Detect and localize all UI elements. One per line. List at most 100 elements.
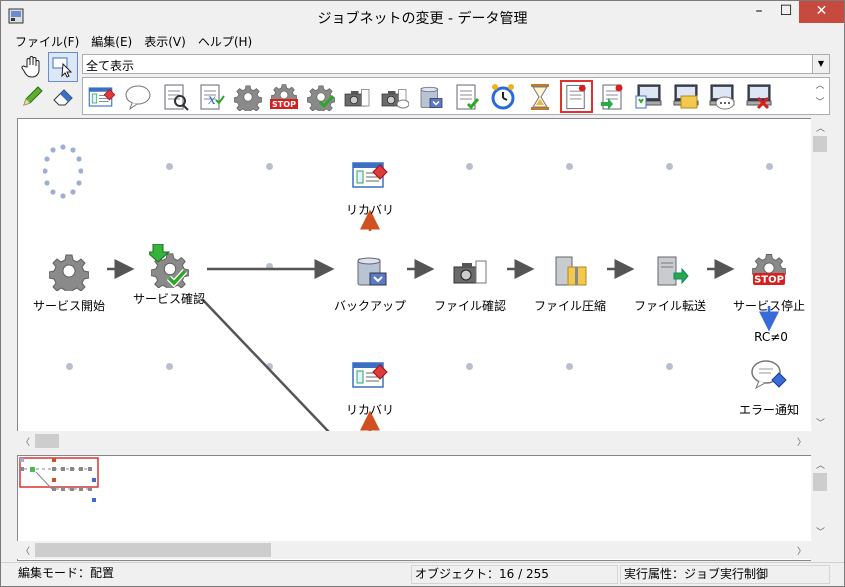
- node-label: エラー通知: [738, 403, 799, 417]
- gear-icon[interactable]: [231, 80, 264, 113]
- canvas-vertical-scrollbar[interactable]: ︿ ﹀: [811, 118, 829, 451]
- clipboard-arrow-icon[interactable]: [596, 80, 629, 113]
- node-recovery-bottom[interactable]: リカバリ: [325, 355, 415, 418]
- grid-dot: [166, 363, 173, 370]
- chevron-left-icon[interactable]: 〈: [21, 547, 31, 557]
- search-document-icon[interactable]: [158, 80, 191, 113]
- grid-dot: [566, 363, 573, 370]
- scroll-thumb[interactable]: [35, 434, 59, 448]
- message-balloon-icon[interactable]: [122, 80, 155, 113]
- recovery-job-icon: [350, 355, 390, 395]
- node-label: ファイル転送: [633, 299, 706, 313]
- edge-check-to-recovery-bottom[interactable]: [201, 298, 348, 451]
- chevron-down-icon[interactable]: ▼: [812, 55, 829, 73]
- scroll-thumb[interactable]: [813, 136, 827, 152]
- computer-download-icon[interactable]: [633, 80, 666, 113]
- chevron-up-icon[interactable]: ︿: [816, 461, 826, 471]
- node-file-transfer[interactable]: ファイル転送: [625, 251, 715, 314]
- node-file-check[interactable]: ファイル確認: [425, 251, 515, 314]
- computer-folder-icon[interactable]: [669, 80, 702, 113]
- node-backup[interactable]: バックアップ: [325, 251, 415, 314]
- minimize-button[interactable]: –: [755, 3, 763, 19]
- camera-icon: [450, 251, 490, 291]
- node-service-check[interactable]: サービス確認: [124, 243, 214, 307]
- chevron-down-icon[interactable]: ﹀: [816, 419, 826, 429]
- grid-dot: [266, 263, 273, 270]
- computer-cancel-icon[interactable]: [742, 80, 775, 113]
- recovery-job-icon[interactable]: [85, 80, 118, 113]
- close-button[interactable]: ✕: [799, 1, 844, 23]
- overview-vertical-scrollbar[interactable]: ︿ ﹀: [811, 455, 829, 561]
- chevron-down-icon[interactable]: ﹀: [816, 528, 826, 538]
- eraser-tool-icon[interactable]: [48, 82, 78, 112]
- status-object-count: オブジェクト：16 / 255: [411, 565, 618, 584]
- camera-document-icon[interactable]: [377, 80, 410, 113]
- window-title: ジョブネットの変更 - データ管理: [317, 11, 528, 27]
- variable-icon[interactable]: x: [195, 80, 228, 113]
- chevron-left-icon[interactable]: 〈: [21, 438, 31, 448]
- camera-icon[interactable]: [341, 80, 374, 113]
- document-check-icon[interactable]: [450, 80, 483, 113]
- scroll-thumb[interactable]: [813, 473, 827, 491]
- gear-icon: [49, 251, 89, 291]
- menu-edit[interactable]: 編集(E): [91, 35, 133, 49]
- chevron-down-icon[interactable]: ﹀: [815, 98, 825, 108]
- grid-dot: [666, 163, 673, 170]
- gear-stop-icon[interactable]: STOP: [268, 80, 301, 113]
- gear-check-icon: [145, 243, 189, 288]
- start-point-icon[interactable]: [42, 141, 84, 203]
- recovery-job-icon: [350, 155, 390, 195]
- gear-stop-icon: STOP: [752, 253, 786, 286]
- grid-dot: [266, 163, 273, 170]
- node-label: サービス開始: [32, 299, 105, 313]
- server-transfer-icon: [650, 251, 690, 291]
- node-service-start[interactable]: サービス開始: [24, 251, 114, 314]
- status-bar: 編集モード：配置 オブジェクト：16 / 255 実行属性：ジョブ実行制御: [1, 562, 844, 586]
- svg-text:STOP: STOP: [272, 100, 296, 109]
- viewport-rect[interactable]: [19, 457, 99, 488]
- node-label: リカバリ: [345, 203, 394, 217]
- filter-value: 全て表示: [86, 59, 135, 73]
- gear-check-icon[interactable]: [304, 80, 337, 113]
- chevron-up-icon[interactable]: ︿: [815, 81, 825, 91]
- maximize-button[interactable]: ☐: [779, 3, 793, 19]
- edge-label-rc: RC≠0: [754, 330, 788, 344]
- grid-dot: [66, 363, 73, 370]
- computer-message-icon[interactable]: [706, 80, 739, 113]
- clipboard-pin-icon[interactable]: [559, 80, 593, 113]
- scroll-thumb[interactable]: [35, 543, 271, 557]
- node-error-notify[interactable]: エラー通知: [724, 355, 814, 418]
- chevron-up-icon[interactable]: ︿: [816, 124, 826, 134]
- menu-view[interactable]: 表示(V): [144, 35, 186, 49]
- select-tool-icon[interactable]: [48, 52, 78, 82]
- edit-tools: [17, 52, 79, 112]
- hand-tool-icon[interactable]: [17, 52, 47, 82]
- chevron-right-icon[interactable]: 〉: [797, 438, 807, 448]
- alarm-clock-icon[interactable]: [487, 80, 520, 113]
- pencil-tool-icon[interactable]: [17, 82, 47, 112]
- display-filter-select[interactable]: 全て表示 ▼: [82, 54, 830, 74]
- grid-dot: [466, 363, 473, 370]
- menu-bar: ファイル(F) 編集(E) 表示(V) ヘルプ(H): [9, 33, 258, 51]
- hourglass-icon[interactable]: [523, 80, 556, 113]
- zip-server-icon: [550, 251, 590, 291]
- node-recovery-top[interactable]: リカバリ: [325, 155, 415, 218]
- menu-file[interactable]: ファイル(F): [15, 35, 80, 49]
- canvas-horizontal-scrollbar[interactable]: 〈 〉: [17, 431, 811, 451]
- status-mode: 編集モード：配置: [18, 566, 115, 580]
- node-service-stop[interactable]: STOP サービス停止: [724, 251, 814, 314]
- menu-help[interactable]: ヘルプ(H): [197, 35, 253, 49]
- node-label: サービス停止: [732, 299, 805, 313]
- node-file-compress[interactable]: ファイル圧縮: [525, 251, 615, 314]
- node-label: ファイル確認: [433, 299, 506, 313]
- palette-scroll[interactable]: ︿ ﹀: [811, 78, 829, 114]
- grid-dot: [266, 363, 273, 370]
- grid-dot: [566, 163, 573, 170]
- overview-horizontal-scrollbar[interactable]: 〈 〉: [17, 541, 811, 559]
- chevron-right-icon[interactable]: 〉: [797, 547, 807, 557]
- app-icon: [8, 8, 24, 24]
- jobnet-canvas[interactable]: サービス開始 サービス確認 リカバリ バックアップ ファイル確認 ファイル圧縮 …: [17, 118, 829, 451]
- backup-drive-icon[interactable]: [414, 80, 447, 113]
